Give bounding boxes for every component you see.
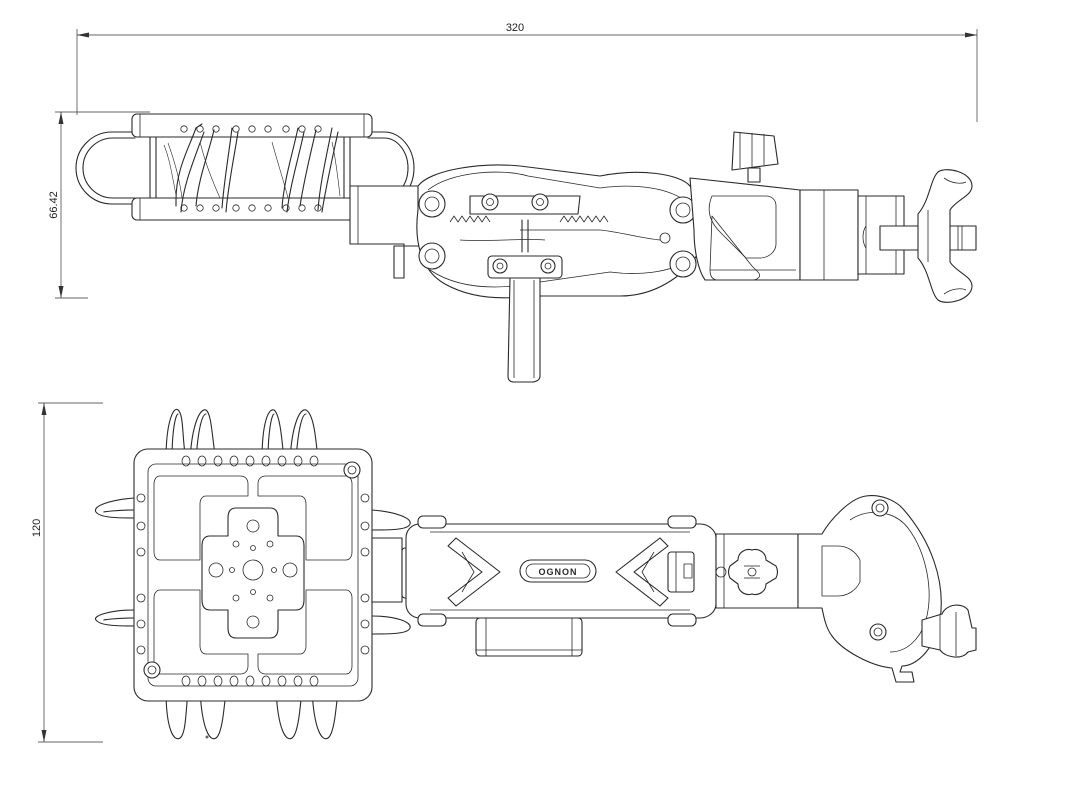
side-view <box>75 113 977 383</box>
top-arm-body: OGNON <box>405 515 717 627</box>
side-springs <box>163 123 341 213</box>
dimension-overall-length: 320 <box>76 22 978 122</box>
side-cage-holes <box>180 125 322 212</box>
dimension-top-width: 120 <box>31 402 103 743</box>
side-mount-bracket <box>349 185 421 279</box>
dimension-label-120: 120 <box>31 519 43 537</box>
top-cross-plate <box>201 507 305 639</box>
top-lever-body <box>475 617 583 657</box>
side-cage <box>131 113 373 221</box>
top-clamp-body <box>715 533 799 609</box>
top-cage-holes <box>136 455 370 687</box>
side-lock-lever <box>507 277 541 383</box>
side-pipe-clamp <box>799 169 977 303</box>
dimension-label-66-42: 66.42 <box>48 191 60 219</box>
center-mark <box>205 735 209 739</box>
side-articulating-arm <box>416 164 701 299</box>
top-pipe-clamp <box>797 495 977 683</box>
dimension-side-height: 66.42 <box>48 111 150 299</box>
top-view: OGNON <box>94 408 977 740</box>
side-clamp-block <box>689 131 801 281</box>
dimension-label-320: 320 <box>506 22 524 34</box>
logo-text: OGNON <box>538 567 577 577</box>
